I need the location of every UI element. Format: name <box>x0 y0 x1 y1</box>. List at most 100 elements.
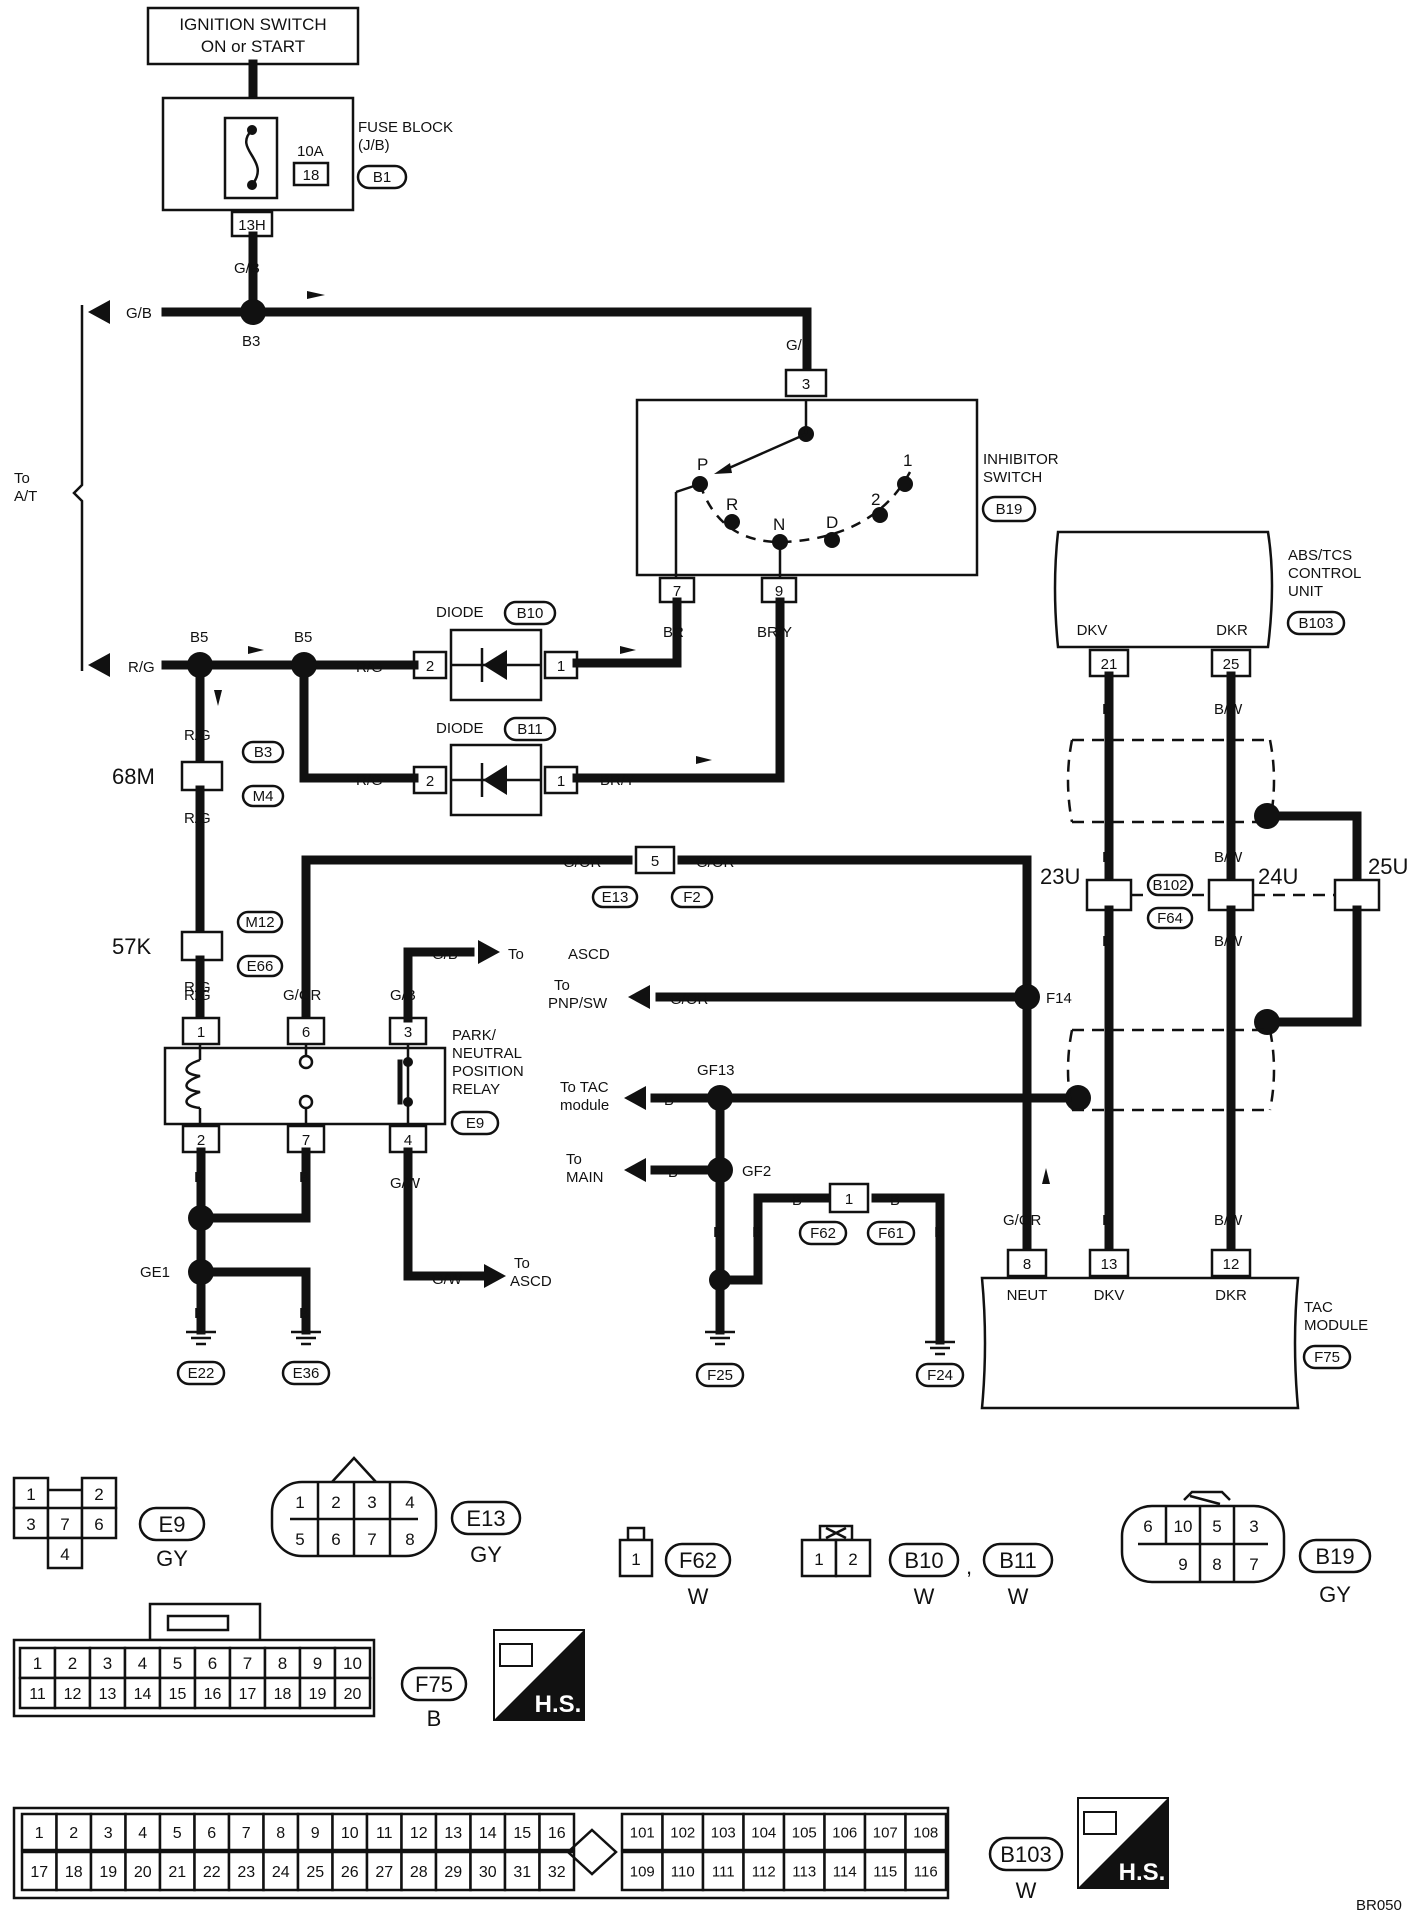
e13-pin-6: 6 <box>331 1530 340 1549</box>
wire-label-b-5: B <box>713 1224 723 1241</box>
abs-sig-dkv: DKV <box>1077 622 1108 639</box>
b103-pin-106: 106 <box>832 1824 857 1841</box>
wire-label-b-gf2: B <box>668 1164 678 1181</box>
relay-title4: RELAY <box>452 1081 500 1098</box>
relay-pin-3: 3 <box>404 1024 412 1041</box>
wire-label-b-9: B <box>934 1224 944 1241</box>
conn-f62-ref2: F61 <box>878 1225 904 1242</box>
inhibitor-ref: B19 <box>996 501 1023 518</box>
inhibitor-pin-7: 7 <box>673 583 681 600</box>
wire-label-gb-ascd: G/B <box>432 946 458 963</box>
abs-pin-25: 25 <box>1223 656 1240 673</box>
hs-label-1: H.S. <box>535 1691 582 1718</box>
wire-label-rg-2: R/G <box>356 772 383 789</box>
legend-b19-color: GY <box>1319 1582 1351 1607</box>
wire-label-b-6: B <box>752 1224 762 1241</box>
e13-pin-5: 5 <box>295 1530 304 1549</box>
legend-f62-ref: F62 <box>679 1548 717 1573</box>
f75-pin-8: 8 <box>278 1654 287 1673</box>
wire-label-gb-right: G/B <box>786 337 812 354</box>
shield-connectors: 23U 24U 25U B102 F64 <box>1040 854 1408 930</box>
arrow-left-icon <box>88 300 110 324</box>
legend-e13-ref: E13 <box>466 1506 505 1531</box>
e13-pin-3: 3 <box>367 1493 376 1512</box>
f75-pin-1: 1 <box>33 1654 42 1673</box>
conn-24u-label: 24U <box>1258 864 1298 889</box>
wire-label-b-4: B <box>299 1305 309 1322</box>
tac-pin-13: 13 <box>1101 1256 1118 1273</box>
legend-f62-color: W <box>688 1584 709 1609</box>
f75-pin-14: 14 <box>134 1686 152 1703</box>
relay-pin-4: 4 <box>404 1132 412 1149</box>
hs-label-2: H.S. <box>1119 1859 1166 1886</box>
b19-pin-9: 9 <box>1178 1555 1187 1574</box>
conn-23u-label: 23U <box>1040 864 1080 889</box>
inhibitor-pos-2: 2 <box>871 490 880 509</box>
f75-pin-17: 17 <box>239 1686 257 1703</box>
b103-pin-8: 8 <box>276 1825 285 1842</box>
conn-e13-ref1: E13 <box>602 889 629 906</box>
wire-label-rg-3: R/G <box>184 727 211 744</box>
legend-e13: 1 2 3 4 5 6 7 8 E13 GY <box>270 1456 522 1567</box>
b103-pin-13: 13 <box>444 1825 462 1842</box>
relay-pin-1: 1 <box>197 1024 205 1041</box>
inhibitor-title2: SWITCH <box>983 469 1042 486</box>
b103-pin-7: 7 <box>242 1825 251 1842</box>
harness-side-icon: H.S. <box>1077 1797 1169 1889</box>
wire-label-rg-1: R/G <box>356 659 383 676</box>
b103-pin-107: 107 <box>873 1824 898 1841</box>
b103-pin-104: 104 <box>751 1824 776 1841</box>
tac-pin-12: 12 <box>1223 1256 1240 1273</box>
diode-b11: DIODE B11 2 1 <box>412 716 579 817</box>
diode1-title: DIODE <box>436 604 484 621</box>
b103-pin-24: 24 <box>272 1864 290 1881</box>
relay-wire-rg: R/G <box>184 987 211 1004</box>
wire-label-gor-2: G/OR <box>696 854 735 871</box>
f75-pin-12: 12 <box>64 1686 82 1703</box>
b103-pin-114: 114 <box>833 1863 857 1880</box>
connector-e13-f2: 5 E13 F2 <box>591 845 714 909</box>
junction-label-f14: F14 <box>1046 990 1072 1007</box>
wire-label-rg-left: R/G <box>128 659 155 676</box>
e9-pin-4: 4 <box>60 1545 69 1564</box>
conn57k-ref1: M12 <box>245 914 274 931</box>
tac-sig-dkr: DKR <box>1215 1287 1247 1304</box>
ground-e36: E36 <box>281 1330 331 1386</box>
to-tac-line1: To TAC <box>560 1079 609 1096</box>
wire-label-gor-1: G/OR <box>563 854 602 871</box>
inhibitor-pos-d: D <box>826 513 838 532</box>
wire-label-bw-2: B/W <box>1214 849 1243 866</box>
ground-e36-label: E36 <box>293 1365 320 1382</box>
tac-title2: MODULE <box>1304 1317 1368 1334</box>
fuse-block-title: FUSE BLOCK <box>358 119 453 136</box>
f75-pin-13: 13 <box>99 1686 117 1703</box>
conn-25u-label: 25U <box>1368 854 1408 879</box>
arrow-left-icon <box>628 985 650 1009</box>
b10-pin-1: 1 <box>814 1550 823 1569</box>
b103-pin-113: 113 <box>792 1863 816 1880</box>
b103-pin-25: 25 <box>306 1864 324 1881</box>
wire-label-b-3: B <box>194 1305 204 1322</box>
ignition-line2: ON or START <box>201 37 305 56</box>
b19-pin-8: 8 <box>1212 1555 1221 1574</box>
f75-pin-7: 7 <box>243 1654 252 1673</box>
relay-pin-7: 7 <box>302 1132 310 1149</box>
b19-pin-5: 5 <box>1212 1517 1221 1536</box>
legend-f75-color: B <box>427 1706 442 1731</box>
b103-pin-111: 111 <box>712 1863 735 1880</box>
conn-e13-ref2: F2 <box>683 889 701 906</box>
to-ascd-name-2: ASCD <box>510 1273 552 1290</box>
arrow-left-icon <box>88 653 110 677</box>
to-pnp-line2: PNP/SW <box>548 995 608 1012</box>
diode2-pin2: 2 <box>426 773 434 790</box>
to-at-line1: To <box>14 470 30 487</box>
fuse-number: 18 <box>303 167 320 184</box>
relay-pin-6: 6 <box>302 1024 310 1041</box>
legend-b19-ref: B19 <box>1315 1544 1354 1569</box>
e9-pin-7: 7 <box>60 1515 69 1534</box>
ground-e22-label: E22 <box>188 1365 215 1382</box>
inhibitor-pos-n: N <box>773 515 785 534</box>
ground-e22: E22 <box>176 1330 226 1386</box>
diode2-ref: B11 <box>517 721 543 738</box>
